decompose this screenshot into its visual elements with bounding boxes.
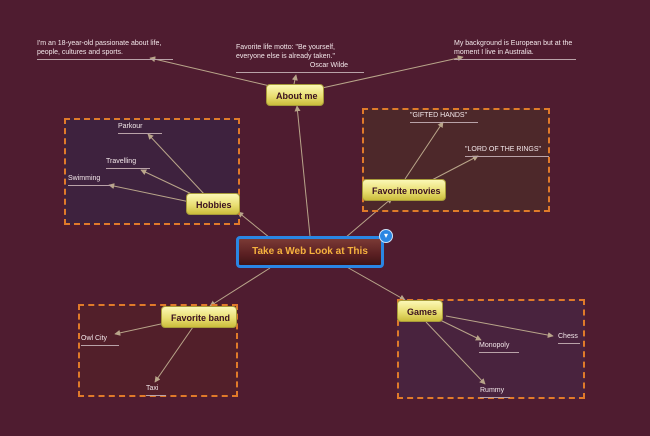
topic-hobbies[interactable]: Hobbies: [186, 193, 240, 215]
about-note-intro: I'm an 18-year-old passionate about life…: [37, 39, 173, 60]
hobbies-group: [64, 118, 240, 225]
hobby-item-swimming: Swimming: [68, 174, 112, 186]
game-item-rummy: Rummy: [480, 386, 510, 398]
topic-favorite-band[interactable]: Favorite band: [161, 306, 237, 328]
game-item-monopoly: Monopoly: [479, 341, 519, 353]
band-item-taxi: Taxi: [146, 384, 166, 396]
chevron-down-icon[interactable]: ▾: [379, 229, 393, 243]
root-topic[interactable]: Take a Web Look at This: [236, 236, 384, 268]
about-note-motto-author: Oscar Wilde: [309, 62, 348, 69]
movie-item-lord-of-the-rings: "LORD OF THE RINGS": [465, 145, 549, 157]
hobby-item-travelling: Travelling: [106, 157, 150, 169]
topic-favorite-movies[interactable]: Favorite movies: [362, 179, 446, 201]
hobby-item-parkour: Parkour: [118, 122, 162, 134]
topic-about-me[interactable]: About me: [266, 84, 324, 106]
about-note-background: My background is European but at the mom…: [454, 39, 576, 60]
movies-group: [362, 108, 550, 212]
about-note-motto-text: Favorite life motto: "Be yourself, every…: [236, 44, 335, 60]
movie-item-gifted-hands: "GIFTED HANDS": [410, 111, 478, 123]
band-item-owl-city: Owl City: [81, 334, 119, 346]
about-note-motto: Favorite life motto: "Be yourself, every…: [236, 43, 364, 73]
topic-games[interactable]: Games: [397, 300, 443, 322]
band-group: [78, 304, 238, 397]
game-item-chess: Chess: [558, 332, 580, 344]
games-group: [397, 299, 585, 399]
